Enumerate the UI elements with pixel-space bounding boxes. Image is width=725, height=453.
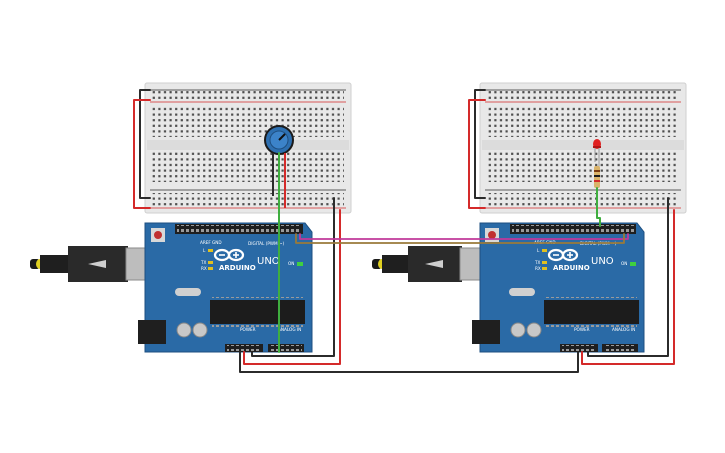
- rx-label: RX: [535, 266, 541, 271]
- on-label: ON: [621, 261, 627, 266]
- gnd-label: GND: [212, 240, 222, 245]
- potentiometer-wires: [272, 153, 286, 208]
- wire-left-gnd[interactable]: [251, 197, 335, 357]
- wire-left-rail-black[interactable]: [139, 89, 151, 199]
- l-led-label: L: [203, 248, 206, 253]
- model-label: UNO: [257, 256, 280, 267]
- aref-label: AREF: [200, 240, 211, 245]
- resistor[interactable]: [594, 166, 600, 188]
- wire-serial-brown[interactable]: [295, 233, 625, 244]
- wire-ground-link[interactable]: [239, 351, 579, 373]
- power-label: POWER: [240, 327, 256, 332]
- l-led-label: L: [537, 248, 540, 253]
- digital-label: DIGITAL (PWM ~): [248, 241, 284, 246]
- arduino-logo-icon: [547, 248, 579, 262]
- tx-label: TX: [200, 260, 207, 265]
- wire-right-5v[interactable]: [581, 209, 675, 365]
- arduino-logo-icon: [213, 248, 245, 262]
- breadboard-left[interactable]: [144, 82, 352, 214]
- arduino-right[interactable]: DIGITAL (PWM ~) AREF GND ARDUINO UNO L T…: [372, 222, 645, 353]
- wire-left-5v[interactable]: [243, 209, 341, 365]
- power-label: POWER: [574, 327, 590, 332]
- potentiometer[interactable]: [264, 125, 294, 155]
- breadboard-right[interactable]: [479, 82, 687, 214]
- wire-led-signal[interactable]: [596, 187, 601, 227]
- analog-label: ANALOG IN: [278, 327, 301, 332]
- brand-label: ARDUINO: [553, 264, 590, 272]
- tx-label: TX: [534, 260, 541, 265]
- wire-left-rail-red[interactable]: [133, 99, 151, 209]
- led[interactable]: [593, 139, 601, 168]
- wire-right-rail-red[interactable]: [468, 99, 486, 209]
- rx-label: RX: [201, 266, 207, 271]
- arduino-left[interactable]: DIGITAL (PWM ~) AREF GND ARDUINO UNO L T…: [30, 222, 313, 353]
- brand-label: ARDUINO: [219, 264, 256, 272]
- wire-right-gnd[interactable]: [587, 197, 669, 357]
- on-label: ON: [288, 261, 294, 266]
- wire-serial-pink[interactable]: [299, 233, 629, 240]
- analog-label: ANALOG IN: [612, 327, 635, 332]
- model-label: UNO: [591, 256, 614, 267]
- wire-right-rail-black[interactable]: [474, 89, 486, 199]
